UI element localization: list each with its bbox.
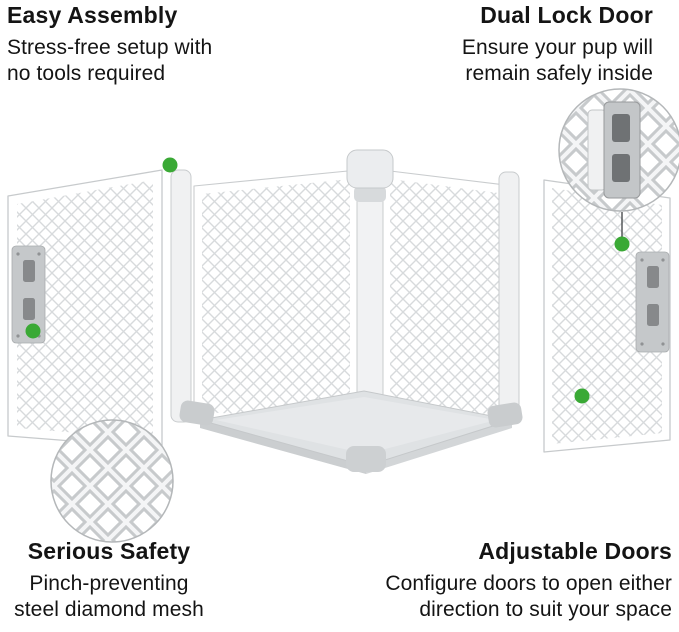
feature-dual-lock-door-line2: remain safely inside — [465, 62, 653, 85]
feature-easy-assembly-title: Easy Assembly — [7, 2, 178, 28]
feature-marker-dual-lock — [614, 236, 630, 252]
feature-easy-assembly-line2: no tools required — [7, 62, 166, 85]
left-door — [7, 169, 163, 449]
crate-left-post — [170, 169, 192, 423]
feature-adjustable-doors-line1: Configure doors to open either — [385, 572, 672, 595]
lock-latch-bar — [587, 109, 607, 191]
feature-serious-safety-line1: Pinch-preventing — [29, 572, 189, 595]
crate-back-left-panel — [193, 169, 359, 429]
feature-marker-easy-assembly — [162, 157, 178, 173]
feature-dual-lock-door-title: Dual Lock Door — [480, 2, 653, 28]
crate-right-post — [498, 171, 520, 423]
lock-detail-callout — [558, 88, 679, 237]
left-door-hinge-plate — [11, 245, 46, 344]
feature-adjustable-doors: Adjustable Doors Configure doors to open… — [385, 538, 672, 623]
feature-adjustable-doors-title: Adjustable Doors — [478, 538, 672, 564]
feature-adjustable-doors-line2: direction to suit your space — [419, 598, 672, 621]
crate-top-corner-cap — [346, 149, 394, 189]
feature-easy-assembly: Easy Assembly Stress-free setup with no … — [7, 2, 212, 87]
crate-corner-bumpers — [179, 400, 523, 472]
feature-marker-adjustable-door — [574, 388, 590, 404]
feature-serious-safety: Serious Safety Pinch-preventing steel di… — [2, 538, 216, 623]
crate-back-right-panel — [381, 169, 515, 429]
feature-dual-lock-door-line1: Ensure your pup will — [461, 36, 653, 59]
feature-serious-safety-line2: steel diamond mesh — [14, 598, 204, 621]
right-door-hinge-plate — [635, 251, 670, 353]
right-door — [543, 179, 671, 453]
feature-easy-assembly-line1: Stress-free setup with — [7, 36, 213, 59]
mesh-detail-callout — [50, 419, 174, 543]
crate-body — [170, 149, 523, 474]
feature-marker-left-hinge — [25, 323, 41, 339]
crate-floor-mat — [199, 390, 513, 474]
crate-post-collar — [354, 186, 386, 202]
feature-serious-safety-title: Serious Safety — [27, 538, 191, 564]
feature-dual-lock-door: Dual Lock Door Ensure your pup will rema… — [462, 2, 653, 87]
